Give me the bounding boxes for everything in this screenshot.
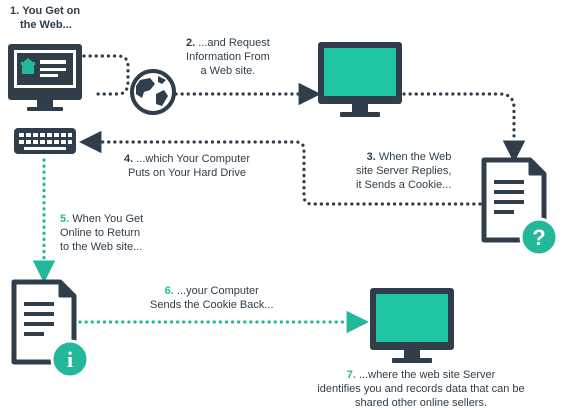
step-6-line-1: ...your Computer bbox=[176, 285, 259, 297]
step-2-line-1: ...and Request bbox=[198, 37, 270, 49]
step-3-number: 3. bbox=[366, 151, 376, 163]
step-5-label: 5. When You Get Online to Return to the … bbox=[60, 212, 143, 254]
globe-icon bbox=[130, 69, 176, 115]
step-3-line-3: it Sends a Cookie... bbox=[356, 179, 452, 191]
step-6-label: 6. ...your Computer Sends the Cookie Bac… bbox=[150, 284, 274, 312]
step-7-line-2: identifies you and records data that can… bbox=[317, 383, 525, 395]
keyboard-icon bbox=[14, 128, 76, 154]
user-document-icon bbox=[11, 279, 77, 365]
user-monitor-icon bbox=[8, 44, 82, 111]
step-2-line-2: Information From bbox=[186, 51, 270, 63]
step-7-line-3: shared other online sellers. bbox=[354, 397, 488, 409]
step-3-line-1: When the Web bbox=[378, 151, 452, 163]
step-5-line-3: to the Web site... bbox=[60, 241, 143, 253]
step-6-number: 6. bbox=[164, 285, 174, 297]
step-1-line-2: the Web... bbox=[20, 19, 72, 31]
info-mark: i bbox=[67, 347, 73, 372]
step-7-number: 7. bbox=[346, 369, 356, 381]
bottom-server-monitor-icon bbox=[370, 288, 454, 363]
step-7-label: 7. ...where the web site Server identifi… bbox=[290, 368, 552, 410]
step-1-line-1: You Get on bbox=[22, 5, 81, 17]
question-badge-icon: ? bbox=[519, 217, 559, 257]
step-2-number: 2. bbox=[186, 37, 196, 49]
connector-user-to-globe bbox=[82, 54, 130, 96]
connector-server-to-cookie bbox=[402, 92, 526, 163]
step-4-number: 4. bbox=[124, 153, 134, 165]
step-6-line-2: Sends the Cookie Back... bbox=[150, 299, 274, 311]
step-4-label: 4. ...which Your Computer Puts on Your H… bbox=[124, 152, 250, 180]
server-monitor-icon bbox=[318, 42, 402, 117]
step-5-line-1: When You Get bbox=[72, 213, 144, 225]
step-1-number: 1. bbox=[10, 5, 20, 17]
cookie-document-icon bbox=[481, 157, 547, 243]
step-3-line-2: site Server Replies, bbox=[356, 165, 452, 177]
step-2-line-3: a Web site. bbox=[200, 65, 256, 77]
step-7-line-1: ...where the web site Server bbox=[358, 369, 496, 381]
step-4-line-1: ...which Your Computer bbox=[136, 153, 250, 165]
step-5-line-2: Online to Return bbox=[60, 227, 141, 239]
question-mark: ? bbox=[532, 225, 545, 250]
step-3-label: 3. When the Web site Server Replies, it … bbox=[356, 150, 451, 192]
info-badge-icon: i bbox=[50, 339, 90, 379]
step-1-label: 1. You Get on the Web... bbox=[10, 4, 80, 32]
step-4-line-2: Puts on Your Hard Drive bbox=[127, 167, 246, 179]
step-2-label: 2. ...and Request Information From a Web… bbox=[186, 36, 270, 78]
step-5-number: 5. bbox=[60, 213, 70, 225]
connector-cookie-to-keyboard bbox=[79, 130, 482, 206]
